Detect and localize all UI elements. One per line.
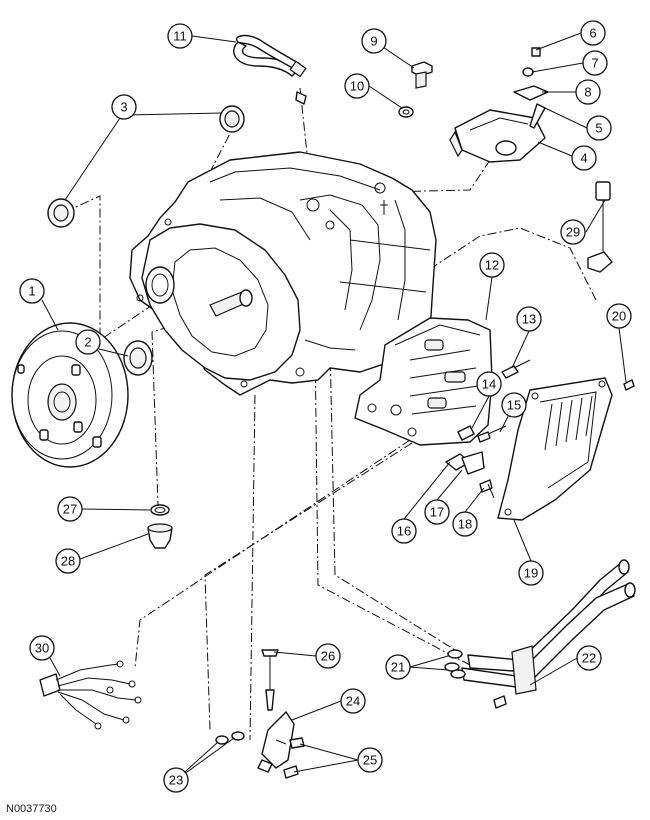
callout-16: 16 — [391, 518, 417, 544]
svg-text:22: 22 — [582, 651, 596, 666]
sensor-29 — [587, 181, 613, 273]
svg-text:3: 3 — [120, 100, 127, 115]
svg-text:29: 29 — [566, 225, 580, 240]
main-control-valve-body — [354, 317, 493, 446]
figure-id: N0037730 — [6, 803, 57, 815]
svg-text:8: 8 — [584, 85, 591, 100]
svg-text:12: 12 — [485, 258, 499, 273]
seal-2 — [123, 340, 153, 376]
callout-30: 30 — [29, 635, 55, 661]
seals-3 — [47, 105, 245, 228]
svg-text:26: 26 — [321, 649, 335, 664]
svg-text:15: 15 — [507, 398, 521, 413]
callout-9: 9 — [361, 28, 387, 54]
svg-text:28: 28 — [61, 554, 75, 569]
vent-hose — [233, 34, 307, 105]
callout-20: 20 — [606, 303, 632, 329]
callout-8: 8 — [575, 79, 601, 105]
callout-11: 11 — [167, 23, 193, 49]
callout-4: 4 — [571, 145, 597, 171]
callout-24: 24 — [340, 688, 366, 714]
valve-body-fasteners — [445, 359, 531, 499]
svg-text:18: 18 — [458, 517, 472, 532]
callout-28: 28 — [55, 548, 81, 574]
callout-21: 21 — [385, 654, 411, 680]
callout-14: 14 — [476, 371, 502, 397]
plug-and-washer — [398, 61, 433, 118]
callout-22: 22 — [576, 645, 602, 671]
callout-17: 17 — [424, 499, 450, 525]
svg-text:25: 25 — [363, 753, 377, 768]
leader-lines — [41, 32, 627, 781]
range-sensor-assembly — [449, 47, 549, 163]
callout-13: 13 — [516, 306, 542, 332]
callout-1: 1 — [19, 278, 45, 304]
callout-27: 27 — [57, 496, 83, 522]
callout-15: 15 — [501, 392, 527, 418]
svg-text:24: 24 — [346, 694, 360, 709]
callouts: 1 2 3 4 5 6 7 8 9 10 11 12 13 14 15 16 1… — [19, 20, 632, 793]
svg-text:21: 21 — [391, 660, 405, 675]
svg-text:4: 4 — [580, 151, 587, 166]
callout-18: 18 — [452, 511, 478, 537]
callout-10: 10 — [344, 73, 370, 99]
callout-7: 7 — [582, 50, 608, 76]
callout-29: 29 — [560, 219, 586, 245]
transaxle-case — [129, 151, 437, 396]
callout-26: 26 — [315, 643, 341, 669]
svg-text:7: 7 — [591, 56, 598, 71]
svg-text:14: 14 — [482, 377, 496, 392]
callout-3: 3 — [111, 94, 137, 120]
cooler-tubes — [444, 559, 636, 709]
svg-text:19: 19 — [524, 566, 538, 581]
svg-text:23: 23 — [169, 773, 183, 788]
svg-text:17: 17 — [430, 505, 444, 520]
svg-text:9: 9 — [370, 34, 377, 49]
side-cover — [497, 377, 635, 521]
callout-25: 25 — [357, 747, 383, 773]
dipstick-and-bracket — [215, 649, 305, 779]
svg-text:27: 27 — [63, 502, 77, 517]
svg-text:1: 1 — [28, 284, 35, 299]
callout-12: 12 — [479, 252, 505, 278]
callout-6: 6 — [580, 20, 606, 46]
callout-2: 2 — [75, 329, 101, 355]
wiring-harness — [39, 660, 142, 730]
callout-5: 5 — [586, 115, 612, 141]
torque-converter — [11, 322, 129, 468]
svg-text:5: 5 — [595, 121, 602, 136]
svg-text:30: 30 — [35, 641, 49, 656]
callout-19: 19 — [518, 560, 544, 586]
svg-text:11: 11 — [173, 29, 187, 44]
svg-text:2: 2 — [84, 335, 91, 350]
svg-text:13: 13 — [522, 312, 536, 327]
svg-text:6: 6 — [589, 26, 596, 41]
callout-23: 23 — [163, 767, 189, 793]
svg-text:20: 20 — [612, 309, 626, 324]
o-ring-and-plug — [147, 504, 173, 549]
svg-text:16: 16 — [397, 524, 411, 539]
svg-text:10: 10 — [350, 79, 364, 94]
